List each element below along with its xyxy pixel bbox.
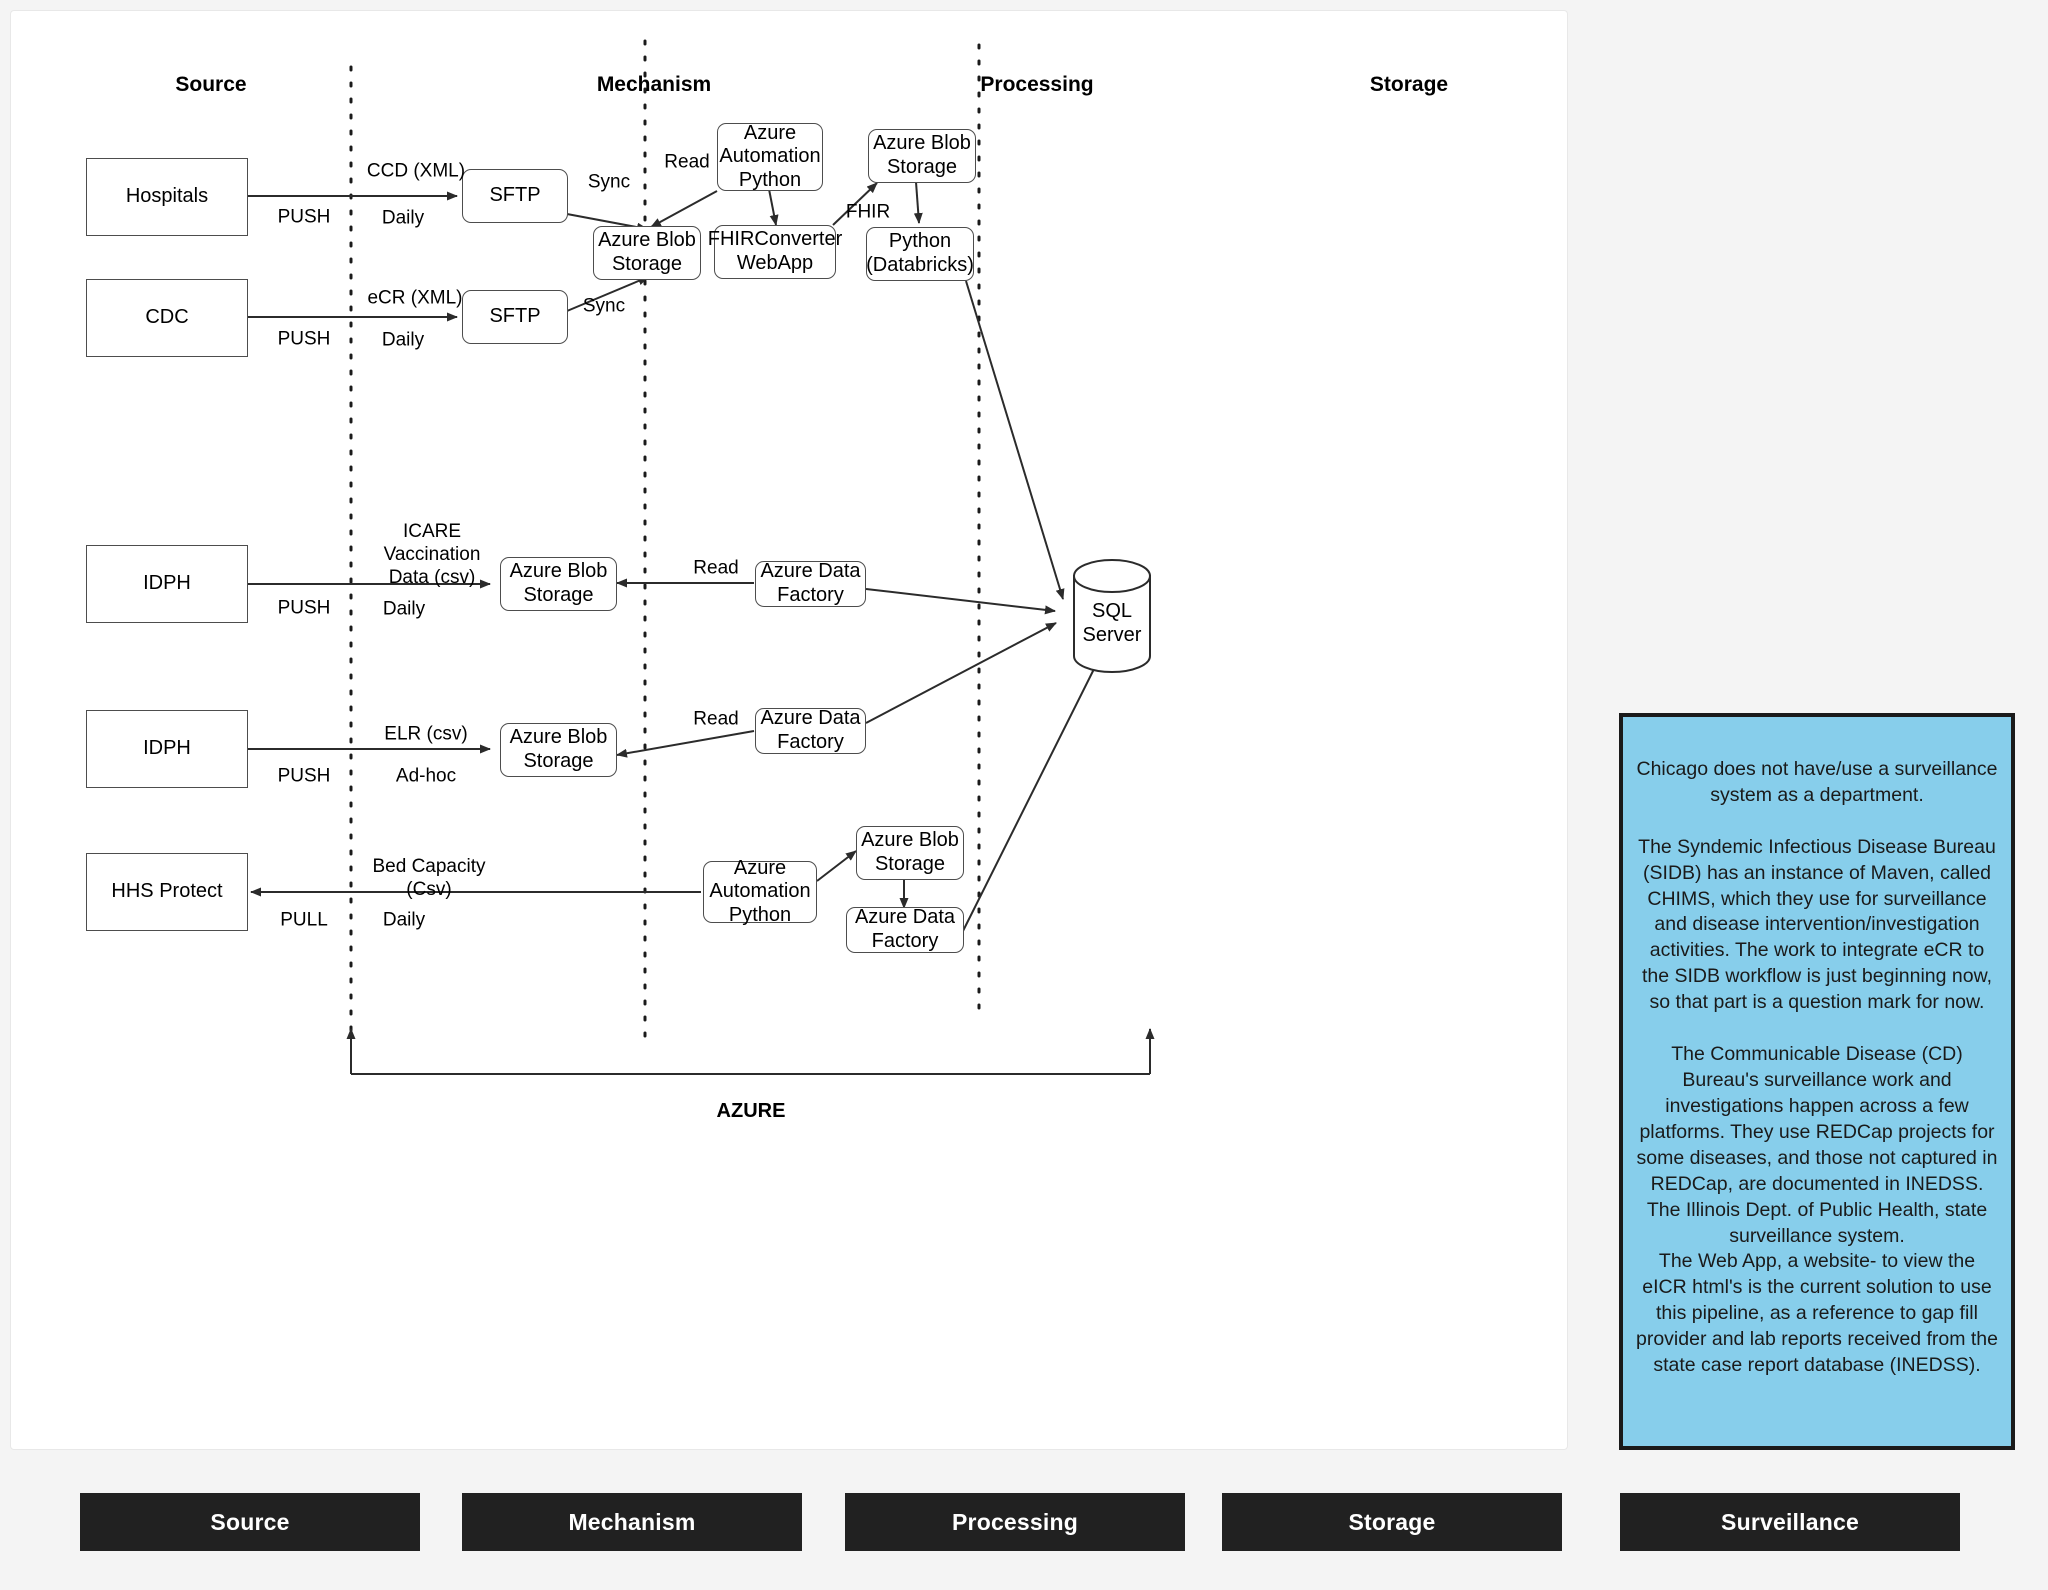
edge-label-daily-ccd: Daily: [381, 207, 425, 229]
node-idph-elr[interactable]: IDPH: [86, 710, 248, 788]
diagram-canvas: Source Mechanism Processing Storage Hosp…: [10, 10, 1568, 1450]
nav-button-mechanism[interactable]: Mechanism: [462, 1493, 802, 1551]
node-sql-server-label: SQL Server: [1082, 600, 1142, 646]
edge-label-bed-capacity: Bed Capacity (Csv): [372, 856, 486, 900]
edge-label-daily-ecr: Daily: [381, 329, 425, 351]
node-azure-blob-storage-icare[interactable]: Azure Blob Storage: [500, 557, 617, 611]
surveillance-note-text: Chicago does not have/use a surveillance…: [1635, 757, 1999, 1377]
node-idph-icare[interactable]: IDPH: [86, 545, 248, 623]
edge-label-fhir: FHIR: [845, 201, 891, 223]
edge-label-ecr-xml: eCR (XML): [367, 287, 463, 309]
sql-server-cylinder: [1073, 559, 1151, 673]
edge-label-elr-csv: ELR (csv): [384, 723, 468, 745]
edge-label-read-elr: Read: [693, 708, 739, 730]
node-azure-data-factory-bed[interactable]: Azure Data Factory: [846, 906, 964, 953]
edge-label-sync-ccd: Sync: [587, 171, 631, 193]
node-fhirconverter-webapp[interactable]: FHIRConverter WebApp: [708, 225, 842, 279]
edge-label-push-idph-icare: PUSH: [277, 597, 331, 619]
column-header-source: Source: [175, 73, 247, 96]
edge-label-push-cdc: PUSH: [277, 328, 331, 350]
column-header-storage: Storage: [1369, 73, 1449, 96]
nav-button-surveillance[interactable]: Surveillance: [1620, 1493, 1960, 1551]
column-header-mechanism: Mechanism: [596, 73, 712, 96]
nav-button-storage[interactable]: Storage: [1222, 1493, 1562, 1551]
edge-label-read-icare: Read: [693, 557, 739, 579]
node-azure-data-factory-icare[interactable]: Azure Data Factory: [755, 560, 866, 607]
node-azure-blob-storage-ecr[interactable]: Azure Blob Storage: [593, 226, 701, 280]
edge-label-adhoc: Ad-hoc: [395, 765, 457, 787]
edge-label-pull-hhs: PULL: [280, 909, 328, 931]
lane-divider: [349, 39, 981, 1043]
edge-label-push-idph-elr: PUSH: [277, 765, 331, 787]
node-hospitals[interactable]: Hospitals: [86, 158, 248, 236]
nav-button-source[interactable]: Source: [80, 1493, 420, 1551]
edge-label-daily-icare: Daily: [382, 598, 426, 620]
node-azure-blob-storage-elr[interactable]: Azure Blob Storage: [500, 723, 617, 777]
node-hhs-protect[interactable]: HHS Protect: [86, 853, 248, 931]
edge-label-read-top: Read: [664, 151, 710, 173]
node-azure-automation-python-bed[interactable]: Azure Automation Python: [703, 857, 817, 926]
node-sftp-ccd[interactable]: SFTP: [462, 169, 568, 223]
edge-label-daily-bed: Daily: [382, 909, 426, 931]
node-azure-blob-storage-fhir[interactable]: Azure Blob Storage: [868, 129, 976, 183]
node-python-databricks[interactable]: Python (Databricks): [866, 227, 974, 281]
node-cdc[interactable]: CDC: [86, 279, 248, 357]
column-header-processing: Processing: [980, 73, 1094, 96]
node-sftp-ecr[interactable]: SFTP: [462, 290, 568, 344]
surveillance-note: Chicago does not have/use a surveillance…: [1619, 713, 2015, 1450]
azure-bracket-label: AZURE: [716, 1100, 786, 1122]
bottom-navbar: Source Mechanism Processing Storage Surv…: [0, 1490, 2048, 1554]
nav-button-processing[interactable]: Processing: [845, 1493, 1185, 1551]
node-azure-data-factory-elr[interactable]: Azure Data Factory: [755, 707, 866, 754]
node-azure-blob-storage-bed[interactable]: Azure Blob Storage: [856, 826, 964, 880]
node-azure-automation-python-top[interactable]: Azure Automation Python: [717, 122, 823, 191]
diagram-edges-layer: [247, 39, 1155, 1075]
edge-label-push-hospitals: PUSH: [277, 206, 331, 228]
edge-label-icare-vaccination-data: ICARE Vaccination Data (csv): [383, 520, 481, 588]
edge-label-ccd-xml: CCD (XML): [366, 160, 466, 182]
edge-label-sync-ecr: Sync: [582, 295, 626, 317]
